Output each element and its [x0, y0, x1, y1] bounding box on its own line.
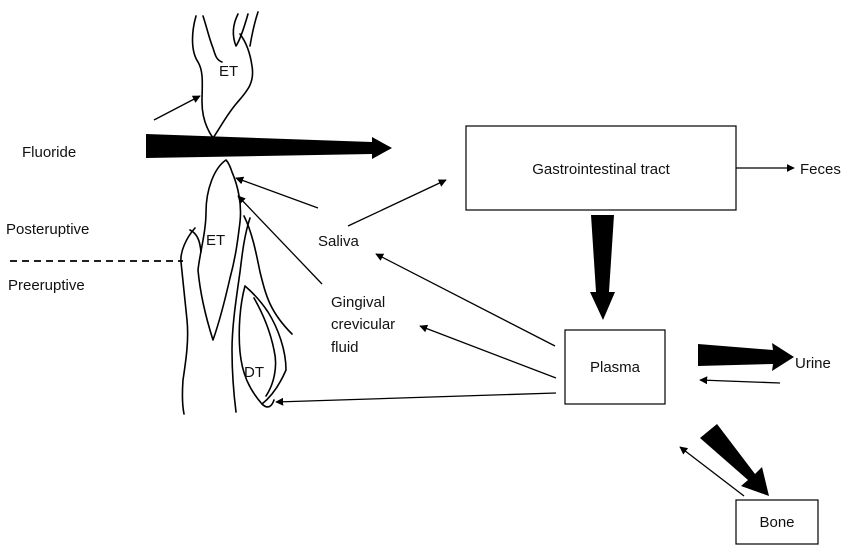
bone-label: Bone: [759, 514, 794, 531]
arrow-saliva-to-gi-tract: [348, 180, 446, 226]
arrow-saliva-to-tooth: [236, 178, 318, 208]
gingival-label-line2: crevicular: [331, 316, 395, 333]
gingival-label-line1: Gingival: [331, 294, 385, 311]
upper-tooth-root-right: [233, 14, 248, 46]
arrow-gcf-to-tooth: [238, 196, 322, 284]
feces-label: Feces: [800, 161, 841, 178]
upper-tooth-root-far-right: [250, 12, 258, 46]
arrow-plasma-to-dt: [276, 393, 556, 402]
fluoride-label: Fluoride: [22, 144, 76, 161]
arrow-plasma-to-gcf: [420, 326, 556, 378]
erupted-enamel-tooth-label: ET: [206, 232, 225, 249]
gi-tract-label: Gastrointestinal tract: [532, 161, 670, 178]
bone-node: Bone: [736, 500, 818, 544]
fluoride-intake-wedge: [146, 134, 392, 159]
posteruptive-label: Posteruptive: [6, 221, 89, 238]
gingiva-right-outer: [244, 216, 292, 334]
plasma-label: Plasma: [590, 359, 641, 376]
developing-tooth-outline: [239, 286, 286, 404]
lower-tooth-drawing: [181, 160, 292, 414]
gingival-label-line3: fluid: [331, 339, 359, 356]
arrow-fluoride-to-upper-tooth: [154, 96, 200, 120]
wedge-plasma-to-bone: [700, 424, 769, 496]
wedge-plasma-to-urine: [698, 343, 794, 371]
preeruptive-label: Preeruptive: [8, 277, 85, 294]
gi-tract-node: Gastrointestinal tract: [466, 126, 736, 210]
saliva-label: Saliva: [318, 233, 360, 250]
arrow-urine-to-plasma: [700, 380, 780, 383]
plasma-node: Plasma: [565, 330, 665, 404]
upper-tooth-root-left: [203, 16, 222, 62]
arrow-plasma-to-saliva: [376, 254, 555, 346]
developing-tooth-crypt: [232, 218, 250, 412]
developing-tooth-inner: [254, 298, 276, 396]
urine-label: Urine: [795, 355, 831, 372]
gingiva-left-outer: [181, 228, 195, 414]
wedge-gi-tract-to-plasma: [590, 215, 615, 320]
developing-tooth-label: DT: [244, 364, 264, 381]
upper-enamel-tooth-label: ET: [219, 63, 238, 80]
